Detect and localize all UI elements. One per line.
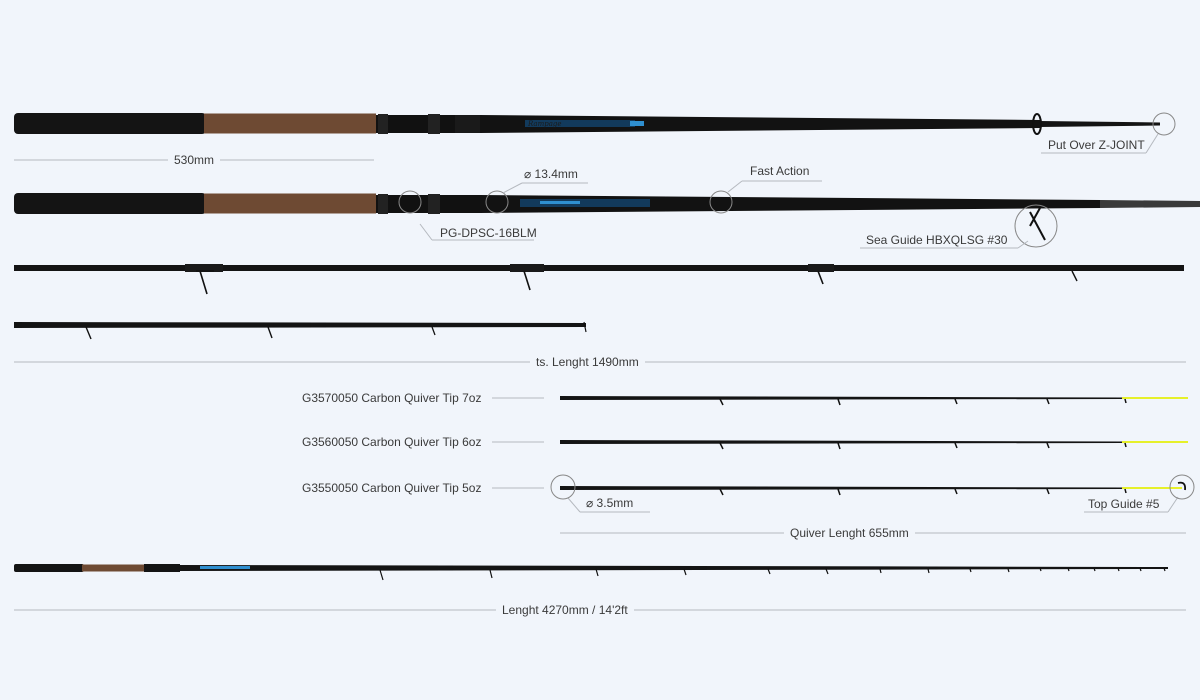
guide xyxy=(85,326,92,340)
callout-action-label: Fast Action xyxy=(750,164,810,178)
dimension-quiver-label: Quiver Lenght 655mm xyxy=(784,526,915,540)
dimension-transport-label: ts. Lenght 1490mm xyxy=(530,355,645,369)
callout-circle-diameter xyxy=(485,190,509,214)
dimension-total-label: Lenght 4270mm / 14'2ft xyxy=(496,603,634,617)
callout-circle-tip-diameter xyxy=(550,474,576,500)
callout-sea-guide-label: Sea Guide HBXQLSG #30 xyxy=(866,233,1008,247)
callout-circle-top-guide xyxy=(1169,474,1195,500)
handle-cork xyxy=(204,193,376,214)
callout-circle-seaguide xyxy=(1014,204,1058,248)
brand-decal xyxy=(525,120,635,127)
guide xyxy=(523,270,531,291)
brand-decal xyxy=(520,199,650,207)
callout-zjoint-label: Put Over Z-JOINT xyxy=(1048,138,1145,152)
quiver-tip-label: G3570050 Carbon Quiver Tip 7oz xyxy=(302,391,482,405)
callout-top-guide-label: Top Guide #5 xyxy=(1088,497,1160,511)
rod-butt-section-2 xyxy=(14,190,1200,248)
rod-middle-section xyxy=(14,264,1184,295)
callout-diameter-tip-label: ⌀ 3.5mm xyxy=(586,496,634,510)
quiver-tip-label: G3550050 Carbon Quiver Tip 5oz xyxy=(302,481,482,495)
svg-text:Rampage: Rampage xyxy=(527,120,562,128)
handle-grip-rear xyxy=(14,193,206,214)
rod-butt-section-1: Rampage xyxy=(14,112,1176,136)
sea-guide-icon xyxy=(1029,207,1046,241)
callout-reel-seat-label: PG-DPSC-16BLM xyxy=(440,226,537,240)
top-guide-icon xyxy=(1177,481,1187,491)
dimension-handle-label: 530mm xyxy=(168,153,221,167)
quiver-tip-6oz xyxy=(560,440,1188,450)
quiver-tip-7oz xyxy=(560,396,1188,406)
guide xyxy=(267,326,273,339)
guide xyxy=(431,326,436,336)
handle-grip-rear xyxy=(14,113,206,134)
guide xyxy=(196,270,214,295)
quiver-tip-5oz xyxy=(550,474,1195,500)
callout-diameter-butt-label: ⌀ 13.4mm xyxy=(524,167,578,181)
guide xyxy=(1071,270,1078,282)
guide xyxy=(817,270,824,285)
rod-assembled xyxy=(14,564,1168,581)
handle-cork xyxy=(204,113,376,134)
callout-circle-reelseat xyxy=(398,190,422,214)
callout-circle-action xyxy=(709,190,733,214)
rod-upper-section xyxy=(14,321,587,340)
guide-ring xyxy=(1032,113,1042,135)
quiver-tip-label: G3560050 Carbon Quiver Tip 6oz xyxy=(302,435,482,449)
callout-circle-zjoint xyxy=(1152,112,1176,136)
